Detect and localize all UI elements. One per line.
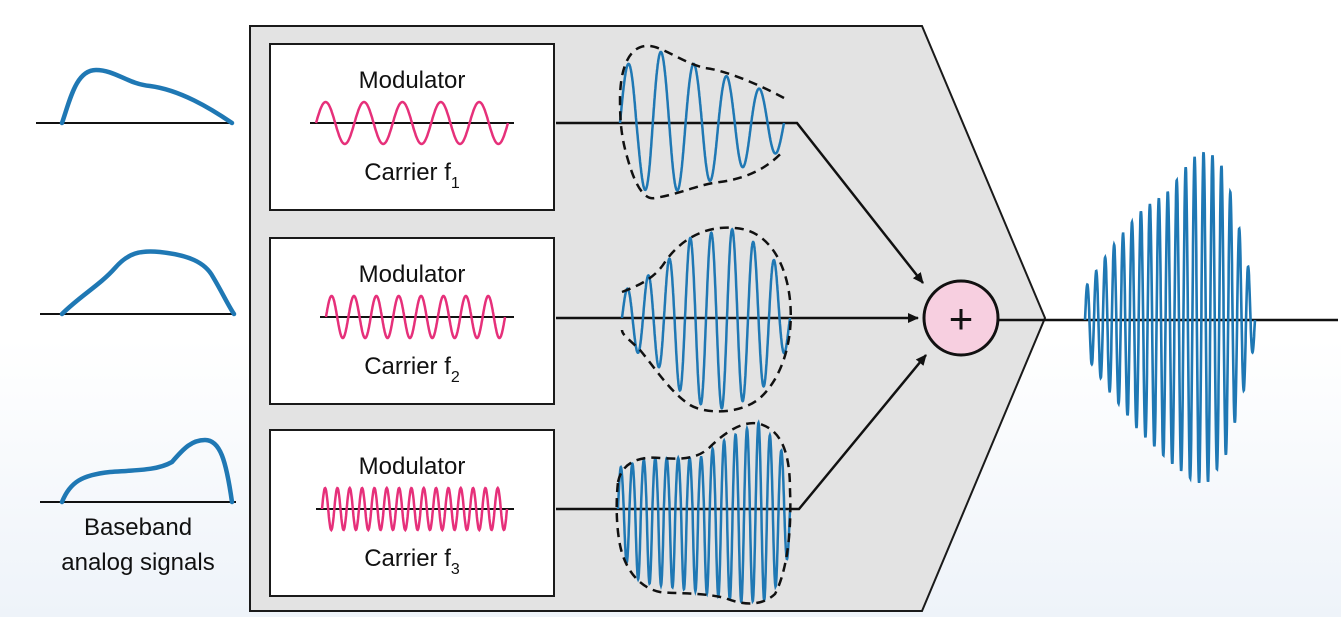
- mod3-envelope: [615, 421, 792, 605]
- modulator-box-1: Modulator Carrier f1: [269, 43, 555, 211]
- composite-signal: [1083, 151, 1257, 483]
- modulated-signal-1: [618, 44, 786, 200]
- modulator-box-3: Modulator Carrier f3: [269, 429, 555, 597]
- mod2-envelope: [620, 226, 792, 413]
- carrier-label: Carrier f3: [364, 545, 460, 578]
- adder-symbol: +: [949, 295, 974, 342]
- channel-3-path: [556, 354, 927, 511]
- modulator-label: Modulator: [359, 261, 466, 288]
- carrier-wave-2: [324, 294, 507, 340]
- baseband-signal-3: [40, 437, 236, 505]
- mod1-wave: [618, 50, 786, 192]
- carrier-wave-3: [320, 485, 509, 533]
- carrier-wave-1: [314, 100, 510, 146]
- baseband-signal-2: [40, 249, 237, 317]
- carrier-label: Carrier f1: [364, 159, 460, 192]
- mod3-wave: [616, 419, 792, 605]
- baseband-signal-1: [36, 67, 235, 126]
- baseband-caption-line-1: Baseband: [84, 514, 192, 541]
- mod2-wave: [620, 227, 792, 410]
- modulated-signal-3: [615, 419, 792, 605]
- carrier-label: Carrier f2: [364, 353, 460, 386]
- modulator-box-2: Modulator Carrier f2: [269, 237, 555, 405]
- modulator-label: Modulator: [359, 453, 466, 480]
- baseband-caption-line-2: analog signals: [61, 549, 214, 576]
- modulated-signal-2: [620, 226, 792, 413]
- modulator-label: Modulator: [359, 67, 466, 94]
- adder-node: +: [922, 279, 1000, 357]
